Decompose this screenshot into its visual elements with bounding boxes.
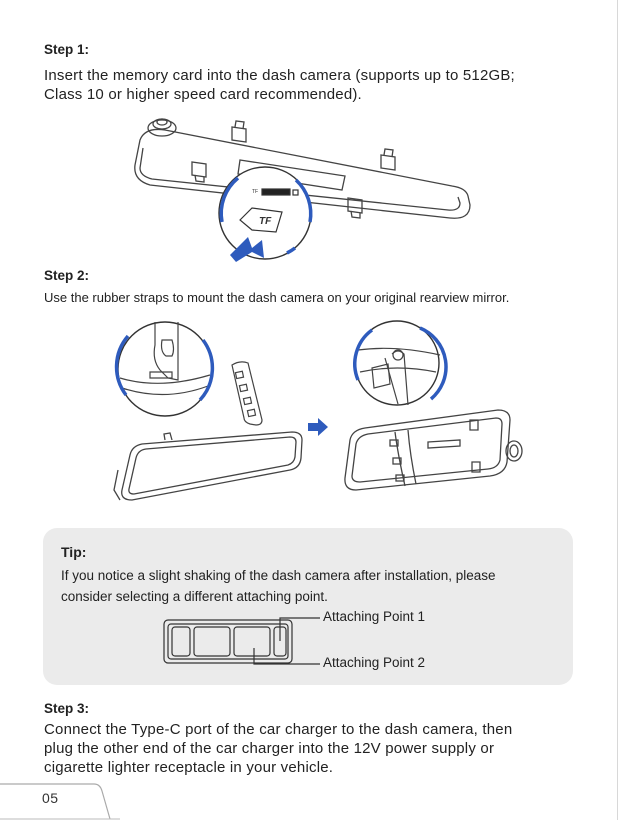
step3-text-line2: plug the other end of the car charger in… — [44, 739, 494, 758]
next-arrow-icon — [308, 418, 328, 436]
page-number: 05 — [42, 790, 59, 806]
attaching-points-diagram — [43, 528, 573, 685]
step3-heading: Step 3: — [44, 701, 89, 716]
step3-text-line3: cigarette lighter receptacle in your veh… — [44, 758, 333, 777]
page-number-tab — [0, 783, 120, 820]
mirror-front-illustration — [114, 432, 302, 500]
memory-card-label: TF — [259, 216, 272, 227]
strap-zoom-circle-left — [118, 322, 212, 416]
svg-text:TF: TF — [252, 189, 258, 195]
rubber-strap-illustration — [232, 362, 262, 425]
step2-heading: Step 2: — [44, 268, 89, 283]
step2-text: Use the rubber straps to mount the dash … — [44, 289, 509, 307]
tip-box: Tip: If you notice a slight shaking of t… — [43, 528, 573, 685]
step3-text-line1: Connect the Type-C port of the car charg… — [44, 720, 512, 739]
mirror-back-illustration — [345, 410, 522, 490]
attaching-point-2-label: Attaching Point 2 — [323, 655, 425, 670]
attaching-point-1-label: Attaching Point 1 — [323, 609, 425, 624]
